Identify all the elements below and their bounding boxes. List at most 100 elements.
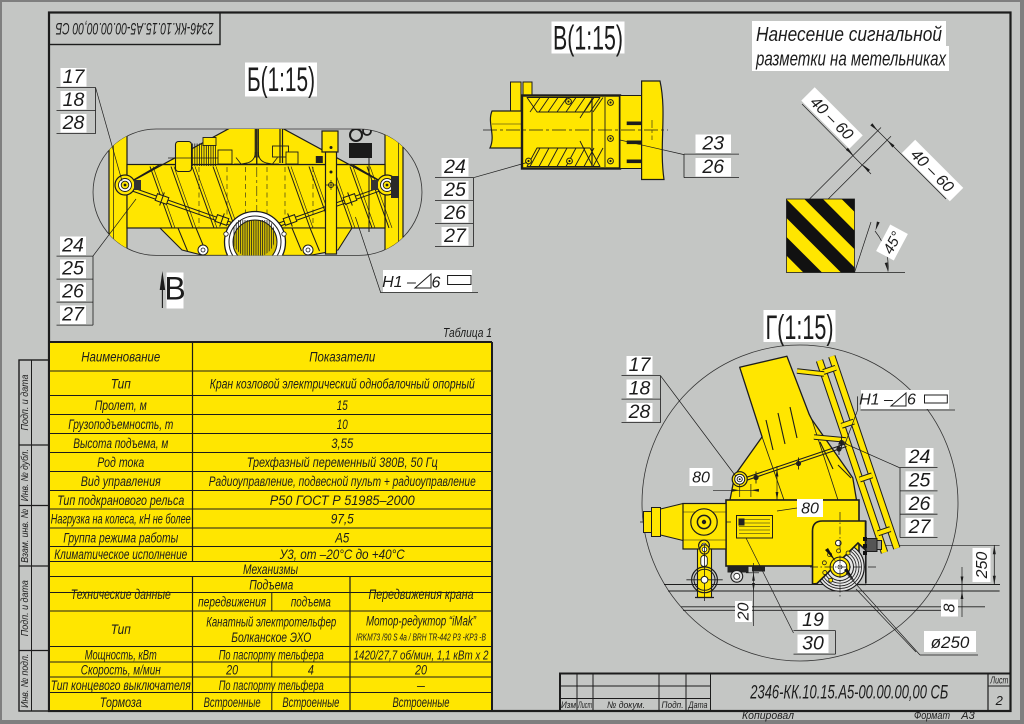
svg-text:40 – 60: 40 – 60: [806, 94, 856, 144]
svg-text:20: 20: [736, 603, 753, 622]
svg-text:Подп. и дата: Подп. и дата: [20, 580, 31, 636]
svg-text:Грузоподъемность, т: Грузоподъемность, т: [68, 417, 173, 433]
svg-text:Нагрузка на колеса, кН не боле: Нагрузка на колеса, кН не более: [51, 512, 191, 528]
svg-text:25: 25: [443, 179, 466, 201]
svg-text:В: В: [164, 271, 185, 307]
svg-text:Показатели: Показатели: [309, 350, 375, 366]
svg-text:Инв. № дубл.: Инв. № дубл.: [19, 449, 31, 501]
svg-text:Инв. № подл.: Инв. № подл.: [20, 654, 31, 708]
svg-text:Изм: Изм: [561, 700, 576, 711]
svg-text:Тип концевого выключателя: Тип концевого выключателя: [51, 678, 191, 694]
svg-text:97,5: 97,5: [331, 512, 354, 528]
svg-text:Г(1:15): Г(1:15): [766, 309, 834, 347]
svg-text:26: 26: [908, 493, 931, 515]
svg-text:24: 24: [443, 156, 466, 178]
svg-text:Таблица 1: Таблица 1: [443, 325, 492, 340]
svg-text:80: 80: [692, 470, 710, 487]
svg-text:Технические данные: Технические данные: [71, 587, 171, 603]
svg-text:В(1:15): В(1:15): [553, 20, 623, 58]
svg-text:19: 19: [802, 609, 824, 631]
svg-text:№ докум.: № докум.: [607, 700, 645, 711]
svg-text:30: 30: [802, 633, 824, 655]
svg-text:25: 25: [908, 470, 931, 492]
svg-text:Встроенные: Встроенные: [393, 695, 450, 711]
svg-text:18: 18: [63, 89, 85, 111]
svg-text:Формат: Формат: [914, 710, 950, 722]
svg-text:Климатическое исполнение: Климатическое исполнение: [54, 547, 187, 563]
svg-text:28: 28: [628, 401, 651, 423]
svg-text:Трехфазный переменный 380В, 50: Трехфазный переменный 380В, 50 Гц: [247, 455, 438, 471]
svg-text:–: –: [416, 678, 425, 694]
svg-text:Скорость, м/мин: Скорость, м/мин: [81, 663, 161, 679]
svg-text:Лист: Лист: [990, 676, 1009, 687]
svg-text:Лист: Лист: [577, 700, 592, 711]
svg-text:28: 28: [62, 112, 85, 134]
svg-text:Высота подъема, м: Высота подъема, м: [73, 436, 168, 452]
svg-text:8: 8: [942, 603, 959, 612]
svg-text:1420/27,7 об/мин, 1,1 кВт х 2: 1420/27,7 об/мин, 1,1 кВт х 2: [354, 647, 490, 662]
svg-text:10: 10: [337, 417, 348, 433]
svg-text:20: 20: [225, 663, 238, 679]
svg-text:Вид управления: Вид управления: [81, 474, 161, 490]
svg-text:Взам. инв. №: Взам. инв. №: [20, 509, 31, 563]
svg-text:Подп.: Подп.: [662, 700, 684, 711]
svg-text:25: 25: [61, 258, 84, 280]
svg-text:80: 80: [801, 501, 819, 518]
svg-text:250: 250: [974, 552, 991, 580]
svg-text:У3, от –20°С до +40°С: У3, от –20°С до +40°С: [279, 547, 405, 563]
svg-text:26: 26: [61, 281, 84, 303]
svg-text:Механизмы: Механизмы: [243, 562, 298, 578]
svg-text:23: 23: [701, 133, 724, 155]
svg-text:Пролет, м: Пролет, м: [95, 398, 147, 414]
svg-text:Группа режима работы: Группа режима работы: [63, 530, 178, 546]
svg-text:передвижения: передвижения: [198, 594, 266, 609]
svg-text:17: 17: [629, 354, 652, 376]
svg-text:2: 2: [995, 693, 1004, 708]
svg-text:40 – 60: 40 – 60: [907, 146, 957, 196]
svg-text:27: 27: [908, 516, 932, 538]
svg-text:Канатный электротельфер: Канатный электротельфер: [206, 615, 336, 631]
svg-text:27: 27: [61, 304, 85, 326]
svg-text:Тип: Тип: [111, 622, 131, 638]
svg-text:Тип: Тип: [111, 376, 131, 392]
svg-text:24: 24: [61, 235, 84, 257]
svg-text:17: 17: [63, 66, 86, 88]
svg-text:Передвижения крана: Передвижения крана: [369, 587, 474, 603]
svg-text:Мощность, кВт: Мощность, кВт: [85, 647, 157, 663]
svg-text:Б(1:15): Б(1:15): [247, 61, 315, 99]
svg-text:Мотор-редуктор “iMak”: Мотор-редуктор “iMak”: [366, 614, 477, 630]
svg-text:Подъема: Подъема: [249, 578, 293, 594]
svg-text:По паспорту тельфера: По паспорту тельфера: [219, 647, 324, 663]
svg-text:Встроенные: Встроенные: [282, 695, 339, 711]
svg-text:Встроенные: Встроенные: [204, 695, 261, 711]
svg-text:А3: А3: [960, 710, 975, 722]
svg-text:6: 6: [432, 275, 441, 292]
svg-text:2346-КК.10.15.А5-00.00.00,00 С: 2346-КК.10.15.А5-00.00.00,00 СБ: [750, 683, 949, 704]
svg-text:Наименование: Наименование: [81, 350, 160, 366]
svg-text:20: 20: [414, 663, 427, 679]
svg-text:Н1 –: Н1 –: [382, 274, 416, 291]
svg-text:Кран козловой электрический од: Кран козловой электрический однобалочный…: [210, 376, 475, 392]
svg-text:3,55: 3,55: [331, 436, 353, 452]
svg-text:18: 18: [629, 378, 651, 400]
svg-text:подъема: подъема: [291, 594, 331, 609]
svg-text:27: 27: [443, 225, 467, 247]
svg-text:Болканское ЭХО: Болканское ЭХО: [231, 630, 311, 646]
svg-text:Подп. и дата: Подп. и дата: [20, 374, 31, 430]
svg-text:IRKM73 /90 S 4a / BRH TR-442 P: IRKM73 /90 S 4a / BRH TR-442 P3 -KP3 -B: [356, 633, 486, 644]
svg-text:Р50 ГОСТ Р 51985–2000: Р50 ГОСТ Р 51985–2000: [270, 493, 415, 509]
svg-text:По паспорту тельфера: По паспорту тельфера: [219, 678, 324, 694]
svg-text:4: 4: [308, 663, 314, 679]
svg-text:Копировал: Копировал: [742, 710, 794, 722]
svg-text:Тип подкранового рельса: Тип подкранового рельса: [57, 493, 184, 509]
svg-text:6: 6: [907, 392, 916, 409]
svg-text:2346-КК.10.15.А5-00.00.00,00 С: 2346-КК.10.15.А5-00.00.00,00 СБ: [55, 19, 214, 37]
svg-text:ø250: ø250: [931, 633, 970, 652]
svg-text:разметки на метельниках: разметки на метельниках: [755, 49, 946, 71]
svg-text:26: 26: [701, 156, 724, 178]
svg-text:Радиоуправление, подвесной пул: Радиоуправление, подвесной пульт + радио…: [209, 474, 476, 490]
svg-text:26: 26: [443, 202, 466, 224]
svg-text:Дата: Дата: [688, 700, 708, 711]
svg-text:А5: А5: [334, 530, 349, 546]
svg-text:15: 15: [337, 398, 348, 414]
